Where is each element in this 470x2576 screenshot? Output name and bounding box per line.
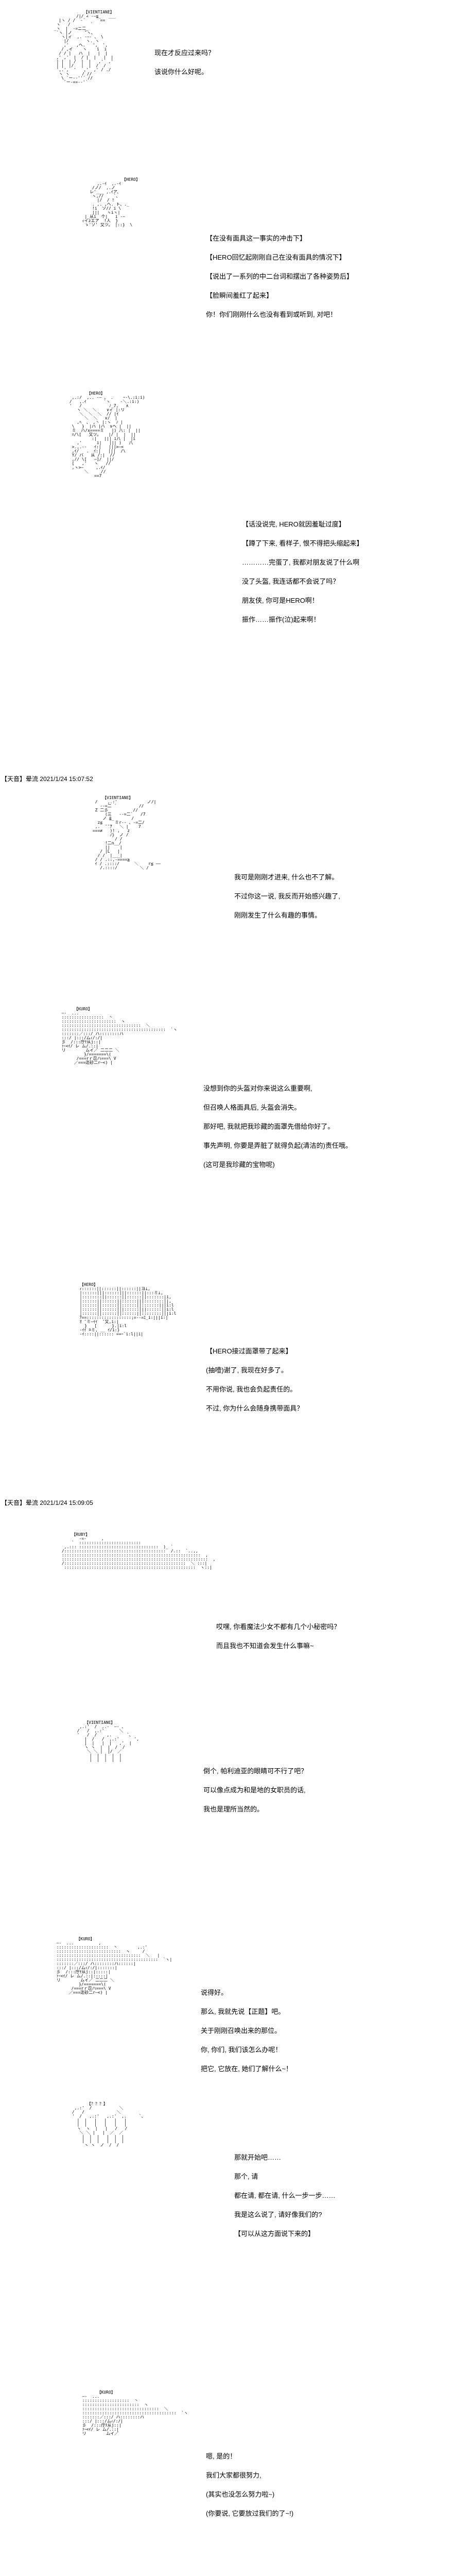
dialogue-block: 倒个, 帕利迪亚的眼睛可不行了吧？ 可以像点成为和是地的女职员的话, 我也是理所当然…	[203, 1767, 465, 1824]
dialogue-line: 朋友侠, 你可是HERO啊！	[242, 597, 319, 604]
dialogue-block: 我可是刚刚才进来, 什么也不了解。不过你这一说, 我反而开始感兴趣了, 刚刚发生了…	[234, 873, 465, 930]
ascii-art-figure: 【VIENTIANE】 / ,.:' ノ/| --=二 ´ // Z 二彡 //…	[92, 795, 161, 870]
dialogue-line: 振作……振作(泣)起来啊！	[242, 616, 320, 623]
dialogue-block: 【在没有面具这一事实的冲击下】【HERO回忆起刚刚自己在没有面具的情况下】【说出…	[206, 234, 465, 330]
dialogue-block: 哎嘿, 你看魔法少女不都有几个小秘密吗？ 而且我也不知道会发生什么事嘛~	[216, 1623, 465, 1661]
ascii-art-figure: 【KURO】 ―‐ ... ::::::::::::::::::: 丶 ::::…	[82, 2390, 188, 2436]
dialogue-line: 不用你说, 我也会负起责任的。	[206, 1385, 297, 1393]
ascii-art-figure: 【VIENTIANE】 /|/ ∠ -―≦_ ___ |ヽ / / -´ == …	[54, 10, 116, 84]
dialogue-block: 【HERO接过面罩带了起来】 (抽噎)谢了, 我现在好多了。不用你说, 我也会负起…	[206, 1347, 465, 1423]
dialogue-line: 该说你什么好呢。	[154, 68, 208, 76]
dialogue-line: 【蹲了下来, 看样子, 恨不得把头缩起来】	[242, 539, 363, 547]
dialogue-line: 我也是理所当然的。	[203, 1805, 264, 1813]
dialogue-block: 嗯, 是的！ 我们大家都很努力, (其实也没怎么努力啦~) (你要说, 它要放过我们的…	[206, 2452, 465, 2529]
dialogue-line: 我是这么说了, 请好像我们的?	[234, 2211, 322, 2218]
dialogue-line: 关于刚刚召唤出来的那位。	[201, 2027, 282, 2035]
dialogue-line: …………完蛋了, 我都对朋友说了什么啊	[242, 558, 360, 566]
dialogue-line: 刚刚发生了什么有趣的事情。	[234, 911, 322, 919]
dialogue-line: (这可是我珍藏的宝物呢)	[203, 1161, 275, 1168]
dialogue-line: (其实也没怎么努力啦~)	[206, 2490, 275, 2498]
post-signature: 【天音】晕流 2021/1/24 15:09:05	[1, 1499, 93, 1506]
dialogue-line: 那就开始吧……	[234, 2154, 282, 2161]
dialogue-line: 【HERO接过面罩带了起来】	[206, 1347, 292, 1355]
dialogue-line: 我们大家都很努力,	[206, 2471, 262, 2479]
ascii-art-figure: 【？？？】 ,.:' / ＼ / / ＼ ' / ,.:' ,.:' ,. `、…	[72, 2102, 146, 2147]
dialogue-line: 【在没有面具这一事实的冲击下】	[206, 234, 307, 242]
dialogue-line: 没了头盔, 我连话都不会说了吗？	[242, 578, 340, 585]
ascii-art-figure: 【HERO】 ,.:/ ,.. -― 、 . ｰ‐\.:i:i) / ,.ｲ `…	[69, 391, 145, 478]
dialogue-block: 没想到你的头盔对你来说这么重要啊, 但召唤人格面具后, 头盔会消失。那好吧, 我就…	[203, 1084, 465, 1180]
dialogue-line: 现在才反应过来吗？	[154, 49, 215, 57]
dialogue-line: 事先声明, 你要是弄脏了就得负起(清洁的)责任哦。	[203, 1142, 352, 1149]
ascii-art-figure: 【HERO】 ｨ::::::||::::::||::::::||ヨ⊥, |:::…	[79, 1282, 177, 1336]
dialogue-line: 【HERO回忆起刚刚自己在没有面具的情况下】	[206, 253, 346, 261]
dialogue-line: 你, 你们, 我们该怎么办呢！	[201, 2046, 282, 2054]
dialogue-line: (你要说, 它要放过我们的了~!)	[206, 2510, 294, 2517]
dialogue-line: 哎嘿, 你看魔法少女不都有几个小秘密吗？	[216, 1623, 341, 1631]
dialogue-line: 【可以从这方面说下来的】	[234, 2230, 315, 2238]
ascii-art-figure: 【KURO】 ―‐ ... , ::::::::::::::::::::: 丶 …	[56, 1937, 172, 1995]
dialogue-line: 都在请, 都在请, 什么一步一步……	[234, 2192, 336, 2199]
dialogue-block: 【话没说完, HERO就因羞耻过度】【蹲了下来, 看样子, 恨不得把头缩起来】 ……	[242, 520, 465, 635]
ascii-art-figure: 【KURO】 ―‐ ... ::::::::::::::::: 丶 ::::::…	[61, 1007, 178, 1065]
ascii-art-figure: 【HERO】 ,.-ｲ ,.-ｲ /ノ/ ,.ノ レ'___ ,.ｲア、 ヽ,/…	[82, 177, 140, 227]
dialogue-line: 你！你们刚刚什么也没有看到或听到, 对吧！	[206, 311, 337, 318]
dialogue-line: 嗯, 是的！	[206, 2452, 237, 2460]
ascii-art-figure: 【RUBY】 -=- , ` :::::::::::::::::::::::::…	[61, 1532, 216, 1570]
dialogue-line: 不过, 你为什么会随身携带面具？	[206, 1404, 304, 1412]
dialogue-line: 但召唤人格面具后, 头盔会消失。	[203, 1104, 301, 1111]
dialogue-line: 【脸瞬间羞红了起来】	[206, 292, 273, 299]
dialogue-line: 而且我也不知道会发生什么事嘛~	[216, 1642, 314, 1650]
dialogue-line: 那个, 请	[234, 2173, 258, 2180]
dialogue-line: 那好吧, 我就把我珍藏的面罩先借给你好了。	[203, 1123, 335, 1130]
dialogue-line: 可以像点成为和是地的女职员的话,	[203, 1786, 306, 1794]
dialogue-line: 没想到你的头盔对你来说这么重要啊,	[203, 1084, 312, 1092]
dialogue-block: 说得好。那么, 我就先说【正题】吧。关于刚刚召唤出来的那位。你, 你们, 我们该…	[201, 1989, 465, 2084]
dialogue-line: 说得好。	[201, 1989, 228, 1996]
dialogue-line: 不过你这一说, 我反而开始感兴趣了,	[234, 892, 340, 900]
dialogue-line: (抽噎)谢了, 我现在好多了。	[206, 1366, 288, 1374]
dialogue-line: 那么, 我就先说【正题】吧。	[201, 2008, 285, 2015]
dialogue-line: 【说出了一系列的中二台词和摆出了各种姿势后】	[206, 273, 354, 280]
dialogue-line: 倒个, 帕利迪亚的眼睛可不行了吧？	[203, 1767, 308, 1775]
dialogue-line: 把它, 它放在, 她们了解什么~！	[201, 2065, 293, 2073]
dialogue-line: 我可是刚刚才进来, 什么也不了解。	[234, 873, 339, 881]
dialogue-block: 现在才反应过来吗？ 该说你什么好呢。	[154, 49, 465, 87]
dialogue-line: 【话没说完, HERO就因羞耻过度】	[242, 520, 345, 528]
dialogue-block: 那就开始吧…… 那个, 请都在请, 都在请, 什么一步一步…… 我是这么说了, 请好…	[234, 2154, 465, 2249]
ascii-art-figure: 【VIENTIANE】 ,.:' / ,.- ―‐ 、 / / ,.:' ＼ '…	[77, 1720, 140, 1762]
post-signature: 【天音】晕流 2021/1/24 15:07:52	[1, 775, 93, 783]
